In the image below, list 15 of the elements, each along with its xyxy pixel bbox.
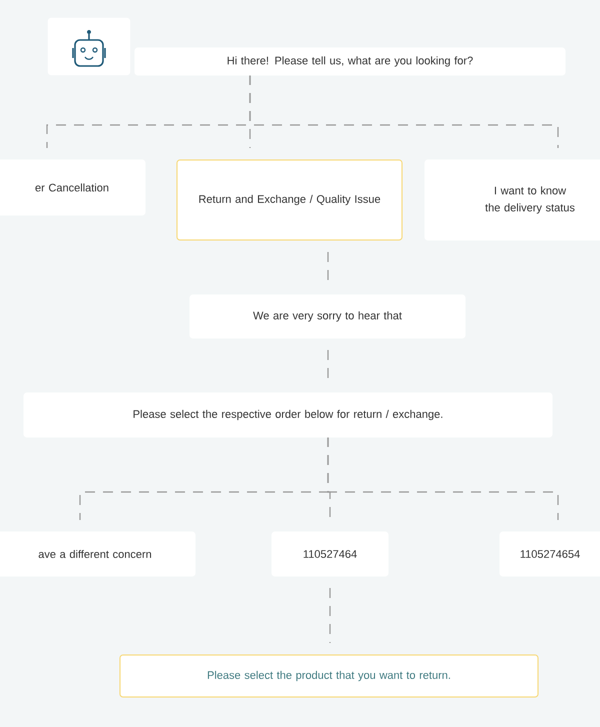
- message-box: ave a different concern: [0, 532, 196, 576]
- message-box: Please select the product that you want to return.: [120, 654, 538, 698]
- message-box: Return and Exchange / Quality Issue: [176, 160, 402, 240]
- connector-line: [249, 75, 559, 148]
- message-box: 110527464: [272, 532, 388, 576]
- message-box: Please select the respective order below for return / exchange.: [24, 392, 552, 438]
- connector-line: [327, 252, 329, 283]
- message-box: 1105274654: [500, 532, 600, 576]
- message-box: er Cancellation: [0, 160, 146, 216]
- message-box: We are very sorry to hear that: [190, 294, 466, 338]
- connector-line: [329, 588, 331, 643]
- message-box: Hi there! Please tell us, what are you looking for?: [134, 48, 566, 76]
- message-box: I want to know the delivery status: [424, 160, 600, 240]
- connector-line: [327, 350, 329, 381]
- connector-line: [327, 437, 559, 520]
